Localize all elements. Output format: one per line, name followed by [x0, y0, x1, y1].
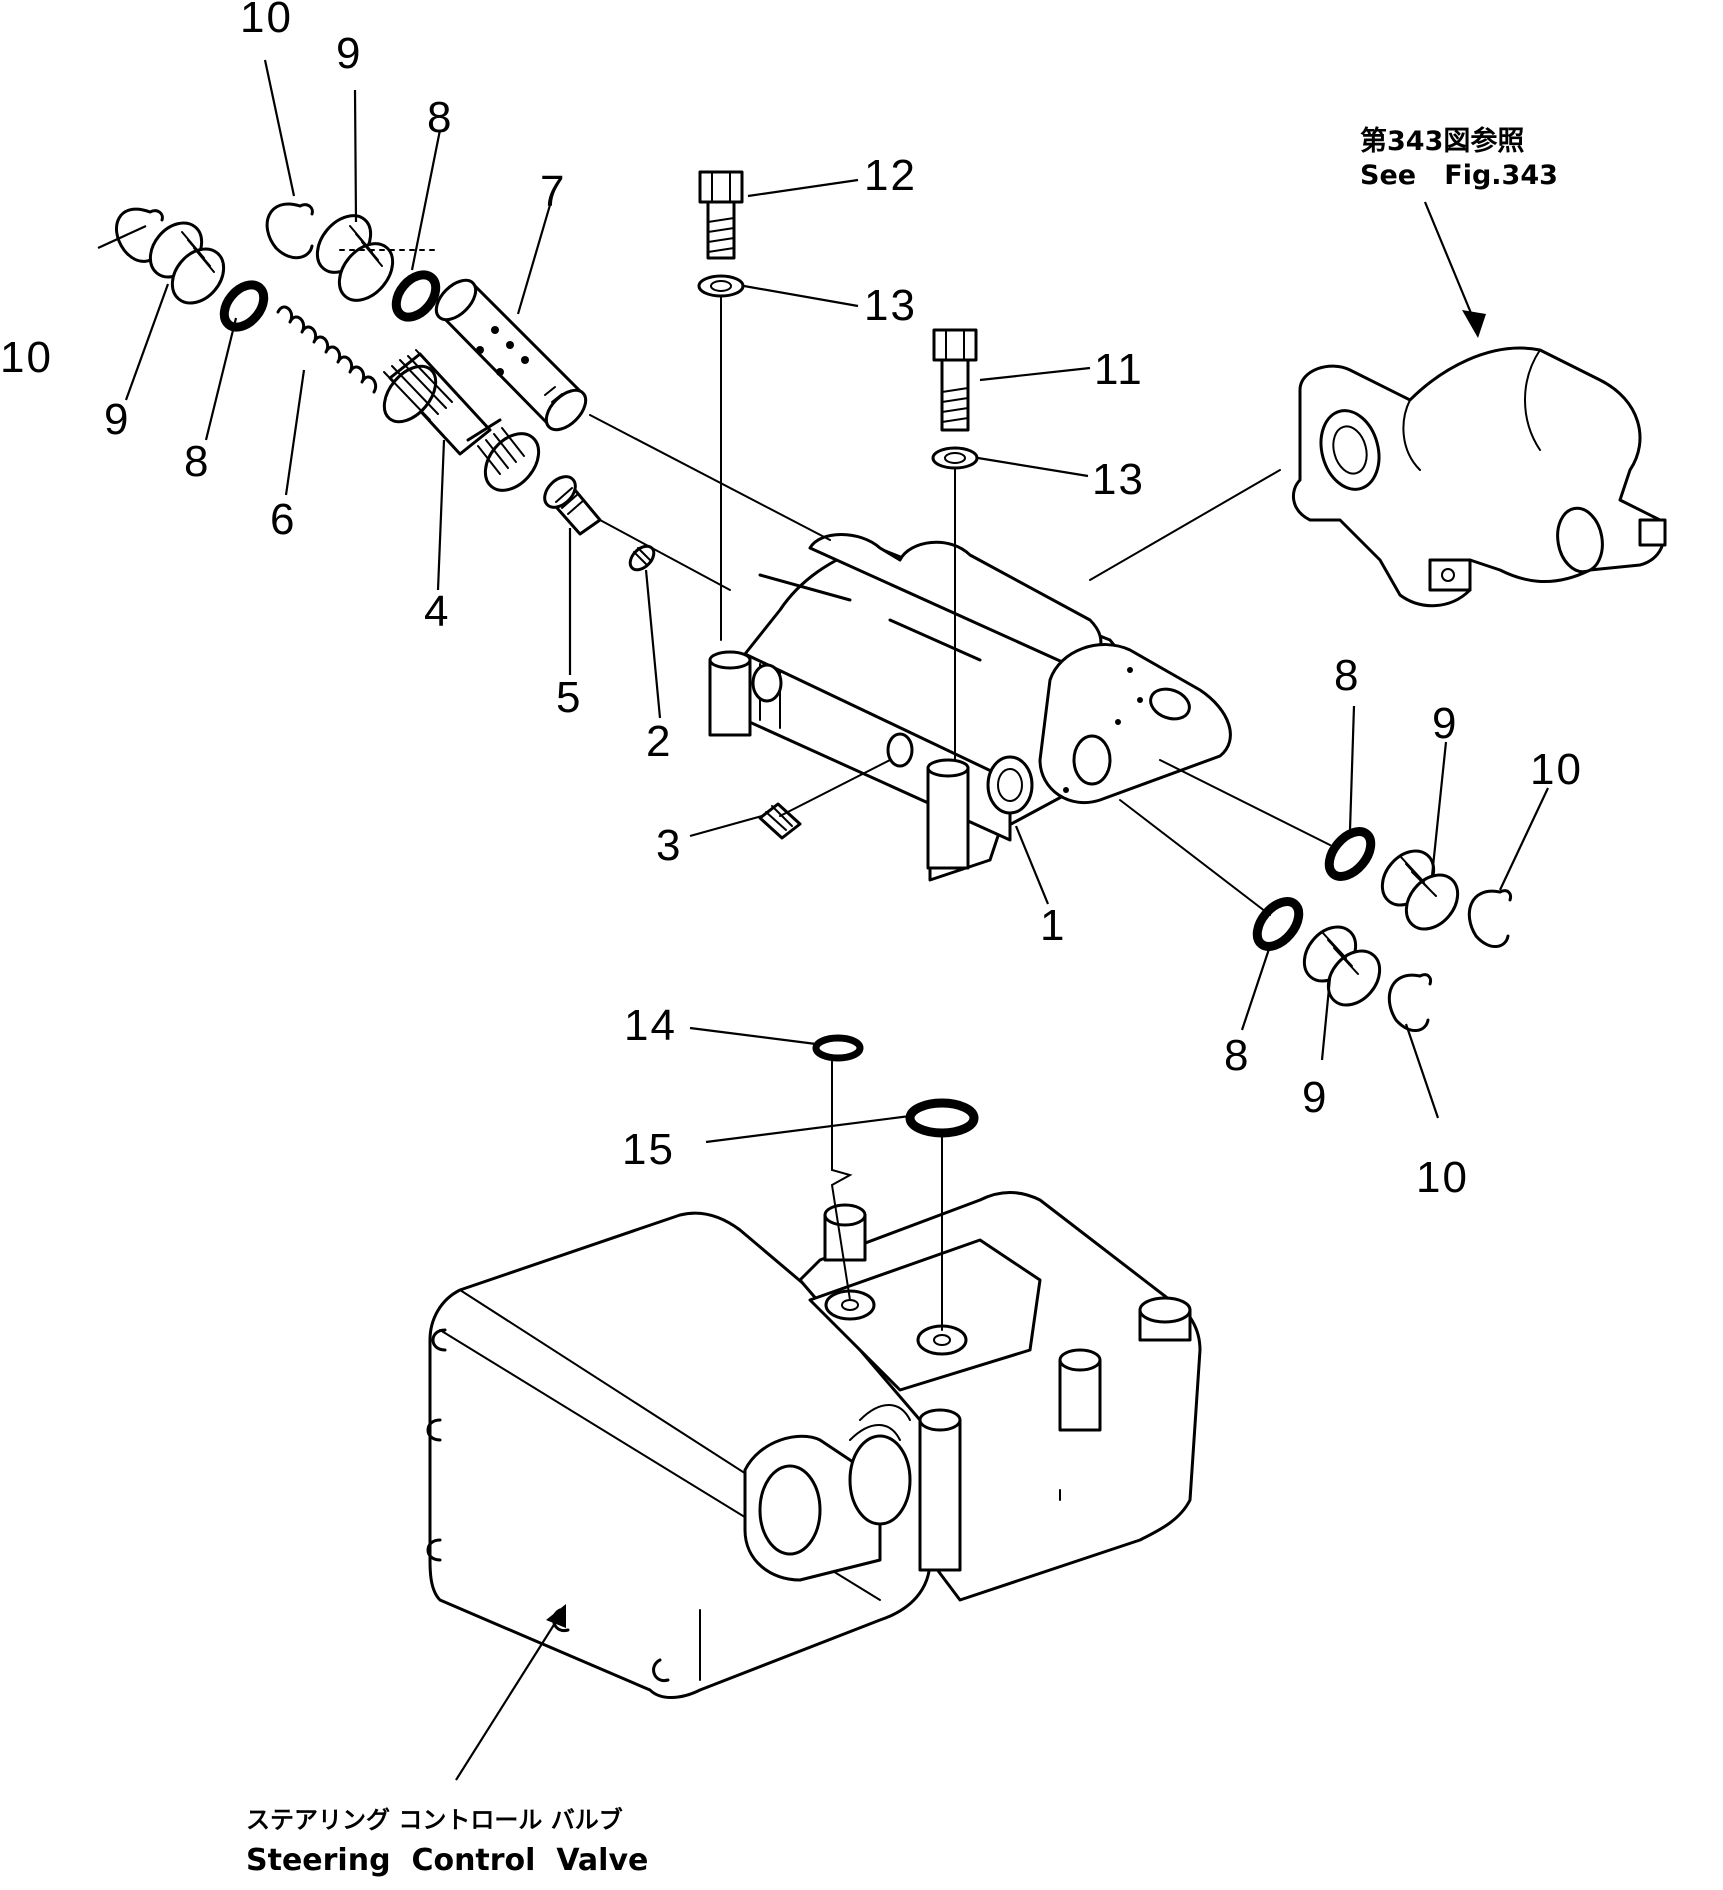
label-4: 4: [424, 587, 450, 636]
spool-4: [382, 349, 541, 492]
label-8-right-lower: 8: [1224, 1031, 1250, 1080]
label-1: 1: [1040, 901, 1066, 950]
snap-ring-10-top: [265, 202, 314, 260]
label-9-right-lower: 9: [1302, 1073, 1328, 1122]
plug-9-top: [315, 214, 395, 302]
label-15: 15: [622, 1125, 675, 1174]
label-2: 2: [646, 717, 672, 766]
o-ring-14: [812, 1034, 864, 1062]
o-ring-8-right-lower: [1252, 897, 1304, 951]
plug-9-right-upper: [1380, 849, 1460, 931]
label-10-right-lower: 10: [1416, 1153, 1469, 1202]
o-ring-8-top: [391, 270, 441, 322]
o-ring-15: [905, 1098, 979, 1138]
washer-13-upper: [697, 274, 745, 298]
label-11: 11: [1094, 345, 1144, 394]
plug-9-right-lower: [1302, 925, 1382, 1007]
washer-13-lower: [931, 446, 979, 470]
label-10-top: 10: [240, 0, 293, 42]
o-ring-8-right-upper: [1324, 827, 1376, 881]
label-8-top: 8: [427, 93, 453, 142]
spring-6: [276, 305, 377, 394]
sleeve-7: [434, 278, 588, 432]
caption-en: Steering Control Valve: [246, 1843, 648, 1878]
reference-note: 第343図参照 See Fig.343: [1360, 125, 1558, 191]
part-labels: 10 9 8 7 12 13 11 13 10 9 8 6 4 5 2 3 1 …: [0, 0, 1583, 1202]
caption-jp: ステアリング コントロール バルブ: [246, 1806, 623, 1834]
plug-9-left: [148, 221, 226, 305]
o-ring-8-left: [219, 280, 269, 332]
reference-jp: 第343図参照: [1360, 125, 1524, 157]
piston-5: [543, 475, 602, 536]
label-5: 5: [556, 673, 582, 722]
label-12: 12: [864, 151, 917, 200]
label-3: 3: [656, 821, 682, 870]
snap-ring-10-right-lower: [1387, 973, 1432, 1032]
leader-lines: [97, 59, 1549, 1781]
label-10-right-upper: 10: [1530, 745, 1583, 794]
reference-en: See Fig.343: [1360, 160, 1558, 191]
snap-ring-10-right-upper: [1467, 889, 1512, 948]
reference-part-fig343: [1291, 346, 1667, 608]
label-6: 6: [270, 495, 296, 544]
label-8-right-upper: 8: [1334, 651, 1360, 700]
steering-control-valve: [426, 1191, 1202, 1699]
label-9-left: 9: [104, 395, 130, 444]
label-9-right-upper: 9: [1432, 699, 1458, 748]
label-14: 14: [624, 1001, 677, 1050]
label-13-upper: 13: [864, 281, 917, 330]
label-13-lower: 13: [1092, 455, 1145, 504]
caption: ステアリング コントロール バルブ Steering Control Valve: [246, 1806, 648, 1878]
label-10-left: 10: [0, 333, 53, 382]
plug-2: [628, 544, 656, 572]
bolt-11: [932, 328, 978, 432]
label-7: 7: [540, 167, 566, 216]
label-8-left: 8: [184, 437, 210, 486]
label-9-top: 9: [336, 29, 362, 78]
bolt-12: [698, 170, 744, 260]
